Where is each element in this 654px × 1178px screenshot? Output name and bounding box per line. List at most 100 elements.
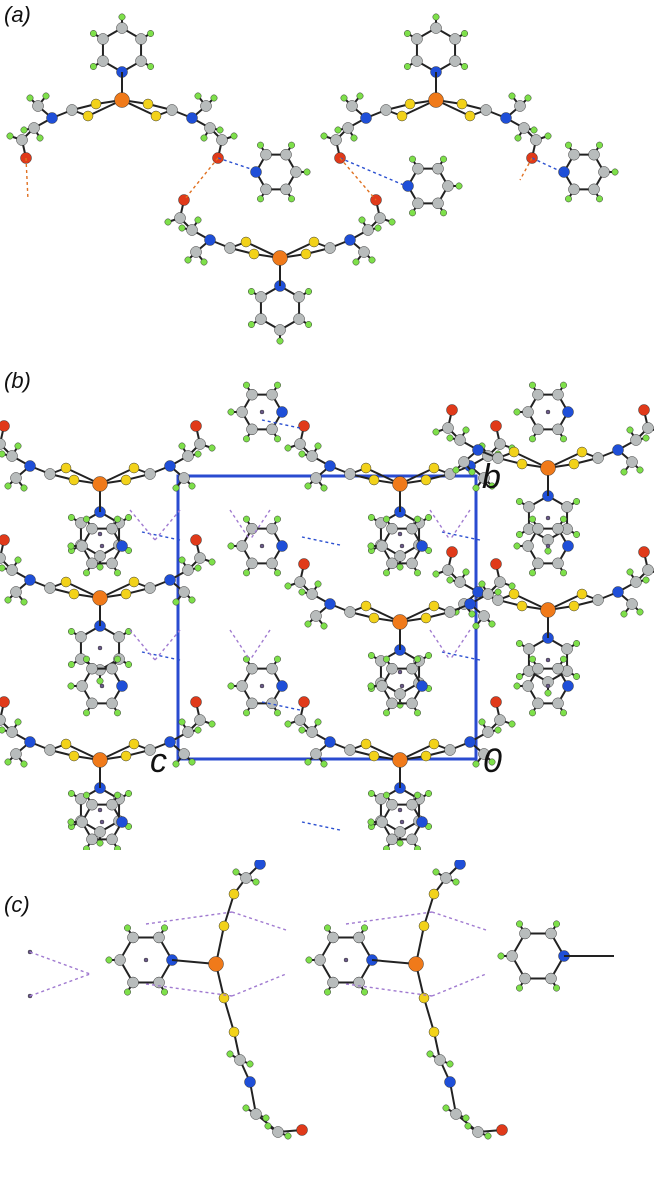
hydrogen-atom (367, 542, 375, 550)
carbon-atom (266, 522, 278, 535)
nitrogen-atom (116, 540, 128, 552)
carbon-atom (411, 55, 423, 67)
sulfur-atom (420, 750, 432, 762)
carbon-atom (552, 557, 564, 570)
carbon-atom (75, 631, 87, 643)
carbon-atom (200, 100, 212, 112)
nitrogen-atom (562, 680, 574, 692)
sulfur-atom (248, 248, 260, 260)
hydrogen-atom (114, 515, 121, 523)
hydrogen-atom (320, 484, 328, 492)
contact-line (129, 629, 156, 661)
carbon-atom (630, 434, 642, 446)
hydrogen-atom (147, 63, 155, 70)
contact-line (231, 973, 287, 997)
hydrogen-atom (83, 569, 90, 577)
hydrogen-atom (298, 726, 306, 734)
carbon-atom (588, 148, 600, 161)
sulfur-atom (368, 750, 380, 762)
hydrogen-atom (596, 141, 603, 149)
hydrogen-atom (361, 988, 368, 996)
hydrogen-atom (83, 655, 90, 663)
hydrogen-atom (14, 718, 22, 726)
carbon-atom (255, 313, 267, 325)
hydrogen-atom (356, 92, 364, 100)
hydrogen-atom (36, 134, 44, 142)
hydrogen-atom (432, 428, 440, 436)
carbon-atom (376, 680, 388, 692)
hydrogen-atom (304, 482, 312, 490)
carbon-atom (523, 643, 535, 655)
metal-atom (428, 92, 444, 108)
panel-c-label: (c) (4, 892, 30, 917)
hydrogen-atom (497, 952, 505, 960)
hydrogen-atom (20, 760, 28, 768)
hydrogen-atom (0, 726, 6, 734)
contact-line (249, 629, 271, 661)
oxygen-atom (638, 404, 650, 416)
hydrogen-atom (194, 216, 202, 224)
oxygen-atom (490, 420, 502, 432)
hydrogen-atom (508, 720, 516, 728)
contact-line (141, 531, 181, 541)
carbon-atom (266, 423, 278, 436)
sulfur-atom (516, 458, 528, 470)
nitrogen-atom (500, 112, 512, 124)
carbon-atom (492, 452, 504, 464)
hydrogen-atom (636, 608, 644, 616)
hydrogen-atom (367, 514, 375, 521)
hydrogen-atom (194, 726, 202, 734)
oxygen-atom (446, 546, 458, 558)
hydrogen-atom (383, 709, 390, 717)
hydrogen-atom (403, 63, 411, 70)
hydrogen-atom (124, 988, 131, 996)
carbon-atom (552, 662, 564, 675)
hydrogen-atom (544, 689, 552, 697)
hydrogen-atom (114, 791, 121, 799)
carbon-atom (519, 972, 531, 985)
carbon-atom (494, 576, 506, 588)
carbon-atom (552, 697, 564, 710)
contact-line (449, 629, 471, 661)
hydrogen-atom (464, 1122, 472, 1130)
hydrogen-atom (232, 868, 240, 876)
carbon-atom (598, 166, 610, 178)
hydrogen-atom (320, 622, 328, 630)
nitrogen-atom (116, 816, 128, 828)
hydrogen-atom (432, 868, 440, 876)
hydrogen-atom (478, 580, 486, 588)
sulfur-atom (420, 474, 432, 486)
carbon-atom (394, 688, 406, 700)
hydrogen-atom (396, 839, 404, 847)
hydrogen-atom (67, 661, 75, 668)
carbon-atom (186, 224, 198, 236)
carbon-atom (545, 972, 557, 985)
carbon-atom (506, 950, 518, 962)
carbon-atom (324, 242, 336, 254)
contact-line (519, 157, 533, 181)
carbon-atom (294, 438, 306, 450)
hydrogen-atom (114, 569, 121, 577)
axis-label-b: b (482, 458, 501, 496)
carbon-atom (376, 540, 388, 552)
carbon-atom (236, 540, 248, 552)
nitrogen-atom (164, 460, 176, 472)
carbon-atom (10, 748, 22, 760)
contact-line (261, 419, 301, 429)
carbon-atom (306, 588, 318, 600)
contact-line (339, 157, 407, 187)
carbon-atom (280, 183, 292, 196)
metal-atom (392, 614, 408, 630)
oxygen-atom (496, 1124, 508, 1136)
hydrogen-atom (161, 924, 168, 932)
hydrogen-atom (367, 652, 375, 659)
carbon-atom (144, 744, 156, 756)
hydrogen-atom (274, 435, 281, 443)
panel-c: (c) (0, 860, 654, 1178)
hydrogen-atom (178, 442, 186, 450)
carbon-atom (113, 631, 125, 643)
nitrogen-atom (46, 112, 58, 124)
carbon-atom (344, 606, 356, 618)
hydrogen-atom (529, 655, 536, 663)
oxygen-atom (190, 696, 202, 708)
